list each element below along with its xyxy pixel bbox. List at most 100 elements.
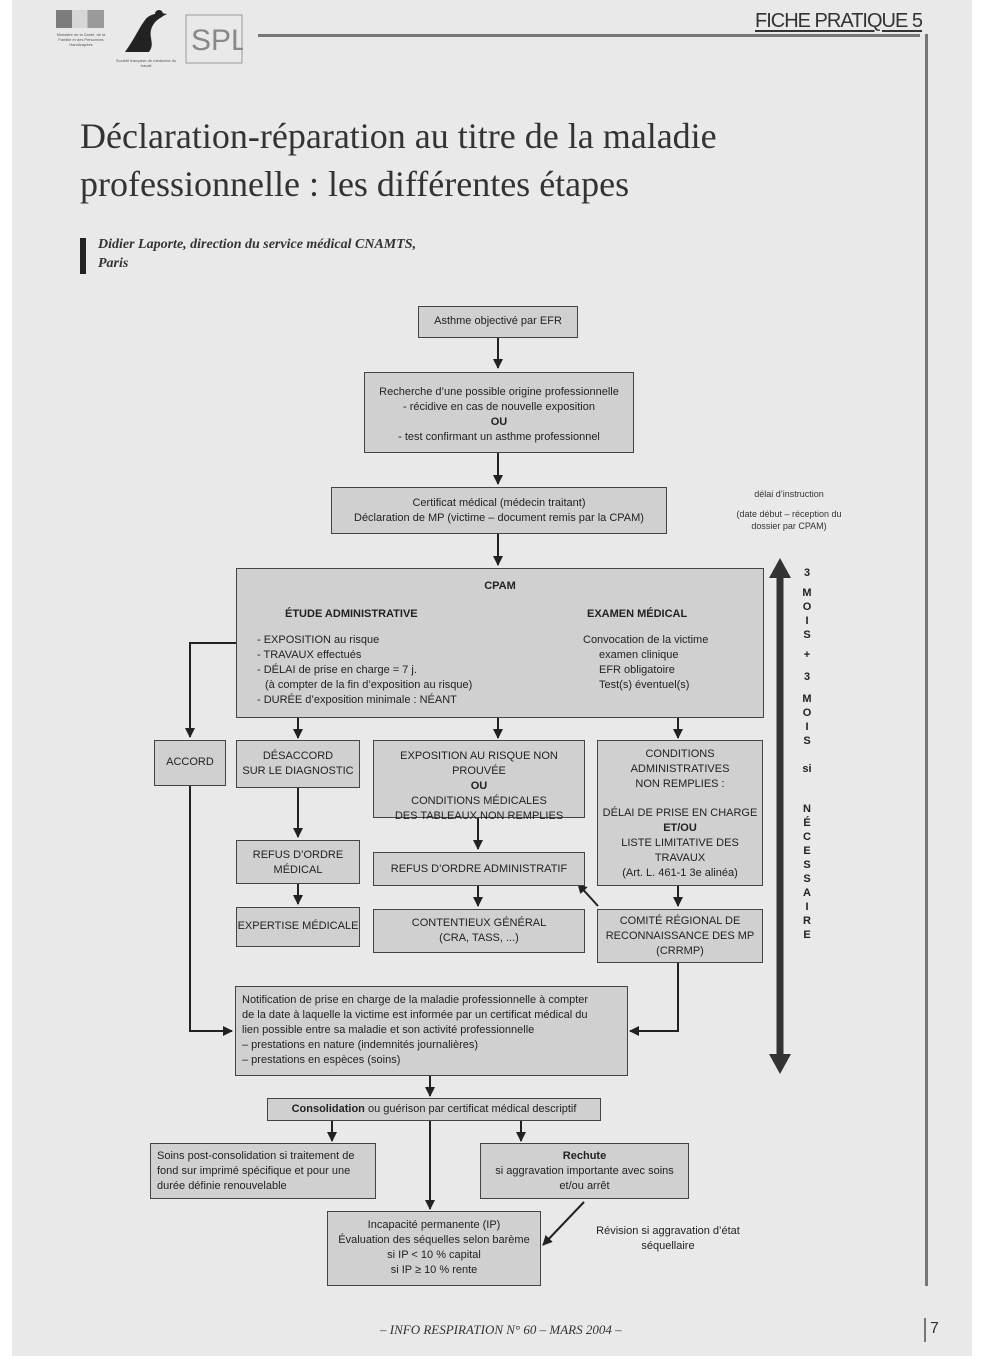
arrow-crrmp-refus — [577, 883, 599, 907]
notification-line-2: de la date à laquelle la victime est inf… — [242, 1009, 588, 1021]
crrmp-line-1: COMITÉ RÉGIONAL DE — [619, 915, 741, 927]
admin-item: - DÉLAI de prise en charge = 7 j. — [257, 664, 417, 676]
rechute-box: Rechute si aggravation importante avec s… — [480, 1143, 689, 1199]
sfmt-logo-caption: Société française de médecine du travail — [115, 58, 177, 68]
accord-text: ACCORD — [166, 756, 214, 768]
crrmp-box: COMITÉ RÉGIONAL DE RECONNAISSANCE DES MP… — [597, 909, 763, 963]
admin-list: - EXPOSITION au risque - TRAVAUX effectu… — [257, 633, 507, 708]
header-rule — [258, 34, 920, 37]
exposition-line-1: EXPOSITION AU RISQUE NON PROUVÉE — [400, 750, 558, 777]
duration-letter: O — [802, 601, 812, 613]
duration-letter: O — [802, 707, 812, 719]
author-line-1: Didier Laporte, direction du service méd… — [98, 237, 417, 252]
sfmt-logo: Société française de médecine du travail — [115, 8, 177, 78]
right-rule — [925, 34, 928, 1286]
conditions-line-1: CONDITIONS — [645, 748, 715, 760]
conditions-line-7: (Art. L. 461-1 3e alinéa) — [622, 867, 738, 879]
notification-box: Notification de prise en charge de la ma… — [235, 986, 628, 1076]
medical-list: Convocation de la victime examen cliniqu… — [583, 633, 753, 693]
refus-medical-box: REFUS D’ORDRE MÉDICAL — [236, 840, 360, 884]
certificat-box: Certificat médical (médecin traitant) Dé… — [331, 487, 667, 534]
duration-letter: A — [803, 887, 811, 899]
french-flag-icon — [56, 10, 104, 28]
author-bar — [80, 238, 86, 274]
author-line-2: Paris — [98, 256, 129, 271]
accord-box: ACCORD — [154, 740, 226, 786]
notification-line-5: – prestations en espèces (soins) — [242, 1054, 401, 1066]
duration-letter: 3 — [803, 671, 811, 683]
medical-item: EFR obligatoire — [599, 664, 675, 676]
rechute-title: Rechute — [562, 1150, 607, 1162]
duration-letter: S — [803, 629, 811, 641]
cpam-title: CPAM — [484, 580, 516, 592]
side-note: délai d’instruction (date début – récept… — [724, 488, 854, 532]
conditions-line-6: TRAVAUX — [654, 852, 706, 864]
exposition-ou: OU — [470, 780, 488, 792]
duration-arrow — [769, 558, 791, 1074]
conditions-box: CONDITIONS ADMINISTRATIVES NON REMPLIES … — [597, 740, 763, 886]
duration-letter: S — [803, 859, 811, 871]
duration-letter: C — [803, 831, 811, 843]
duration-letter: E — [803, 929, 811, 941]
duration-letters: 3 M O I S + 3 M O I S si N É C E S S A I… — [794, 566, 820, 942]
conditions-line-4: DÉLAI DE PRISE EN CHARGE — [602, 807, 758, 819]
duration-letter: E — [803, 845, 811, 857]
revision-line-1: Révision si aggravation d’état — [596, 1225, 740, 1237]
side-note-line-1: délai d’instruction — [754, 489, 824, 499]
arrow-crrmp-notification — [629, 963, 679, 1036]
duration-letter: + — [803, 649, 811, 661]
medical-item: Convocation de la victime — [583, 634, 709, 646]
recherche-ou: OU — [490, 416, 508, 428]
conditions-line-3: NON REMPLIES : — [635, 778, 725, 790]
page-number: 7 — [930, 1320, 939, 1337]
medical-item: examen clinique — [599, 649, 679, 661]
consolidation-bold: Consolidation — [291, 1103, 365, 1115]
consolidation-rest: ou guérison par certificat médical descr… — [364, 1103, 577, 1115]
conditions-line-2: ADMINISTRATIVES — [630, 763, 730, 775]
refus-admin-box: REFUS D’ORDRE ADMINISTRATIF — [373, 852, 585, 886]
arrow-accord-notification — [189, 786, 233, 1036]
duration-letter: I — [805, 615, 809, 627]
admin-item: (à compter de la fin d’exposition au ris… — [265, 679, 473, 691]
refus-admin-text: REFUS D’ORDRE ADMINISTRATIF — [390, 863, 568, 875]
recherche-line-2: - récidive en cas de nouvelle exposition — [402, 401, 595, 413]
incapacite-line-2: Évaluation des séquelles selon barème — [338, 1234, 530, 1246]
exposition-line-3: DES TABLEAUX NON REMPLIES — [394, 810, 564, 822]
duration-letter: si — [802, 763, 812, 775]
dancer-logo-icon — [125, 10, 167, 52]
duration-letter: I — [805, 721, 809, 733]
refus-medical-line-1: REFUS D’ORDRE — [252, 849, 344, 861]
notification-line-3: lien possible entre sa maladie et son ac… — [242, 1024, 535, 1036]
incapacite-line-1: Incapacité permanente (IP) — [367, 1219, 501, 1231]
duration-letter: N — [803, 803, 811, 815]
crrmp-line-3: (CRRMP) — [656, 945, 704, 957]
arrow-revision-incapacite — [542, 1201, 585, 1246]
ministry-logo-caption: Ministère de la Santé, de la Famille et … — [56, 32, 106, 47]
contentieux-box: CONTENTIEUX GÉNÉRAL (CRA, TASS, ...) — [373, 909, 585, 953]
certificat-line-2: Déclaration de MP (victime – document re… — [354, 512, 644, 524]
duration-letter: R — [803, 915, 811, 927]
incapacite-line-4: si IP ≥ 10 % rente — [390, 1264, 478, 1276]
soins-line-3: durée définie renouvelable — [157, 1180, 287, 1192]
recherche-line-3: - test confirmant un asthme professionne… — [398, 431, 600, 443]
consolidation-box: Consolidation ou guérison par certificat… — [267, 1098, 601, 1121]
duration-letter: S — [803, 873, 811, 885]
desaccord-box: DÉSACCORD SUR LE DIAGNOSTIC — [236, 740, 360, 788]
notification-line-4: – prestations en nature (indemnités jour… — [242, 1039, 479, 1051]
rechute-line-2: et/ou arrêt — [559, 1180, 610, 1192]
duration-letter: I — [805, 901, 809, 913]
conditions-etou: ET/OU — [663, 822, 697, 834]
fiche-label: FICHE PRATIQUE 5 — [755, 10, 923, 32]
duration-letter: S — [803, 735, 811, 747]
incapacite-box: Incapacité permanente (IP) Évaluation de… — [327, 1211, 541, 1286]
duration-letter: É — [803, 817, 811, 829]
title-line-2: professionnelle : les différentes étapes — [80, 164, 630, 204]
contentieux-line-1: CONTENTIEUX GÉNÉRAL — [411, 917, 547, 929]
notification-line-1: Notification de prise en charge de la ma… — [242, 994, 589, 1006]
duration-letter: 3 — [803, 567, 811, 579]
desaccord-line-1: DÉSACCORD — [262, 750, 334, 762]
side-note-line-2: (date début – réception du dossier par C… — [736, 509, 842, 531]
expertise-text: EXPERTISE MÉDICALE — [237, 920, 359, 932]
crrmp-line-2: RECONNAISSANCE DES MP — [605, 930, 755, 942]
